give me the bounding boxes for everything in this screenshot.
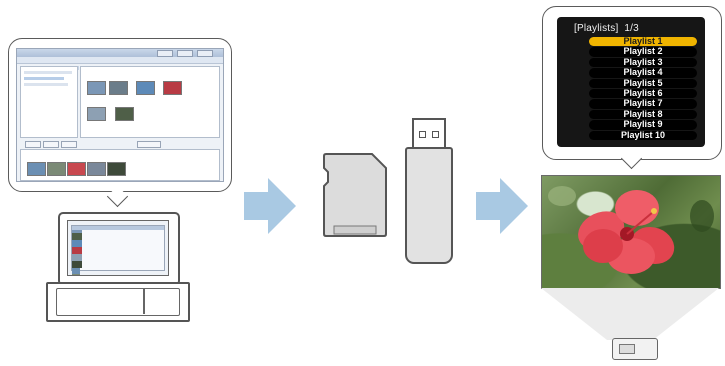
- laptop-touchpad-divider: [143, 288, 145, 314]
- image-thumbnail[interactable]: [109, 81, 128, 95]
- image-thumbnail: [72, 233, 82, 240]
- software-window: [16, 48, 224, 182]
- window-tabs: [17, 57, 223, 70]
- toolbar-button[interactable]: [177, 50, 193, 57]
- image-thumbnail: [72, 268, 80, 274]
- image-thumbnail[interactable]: [163, 81, 182, 95]
- list-row[interactable]: [24, 83, 68, 86]
- hibiscus-photo: [548, 186, 714, 274]
- playlist-item[interactable]: Playlist 7: [589, 98, 697, 109]
- playlist-item[interactable]: Playlist 3: [589, 57, 697, 68]
- playlist-item[interactable]: Playlist 10: [589, 130, 697, 140]
- projector-beam: [541, 288, 719, 340]
- playlist-item[interactable]: Playlist 6: [589, 88, 697, 99]
- laptop-screen: [67, 220, 169, 276]
- image-thumbnail[interactable]: [107, 162, 126, 176]
- usb-contact: [419, 131, 426, 138]
- image-thumbnail[interactable]: [27, 162, 46, 176]
- list-row[interactable]: [24, 77, 64, 80]
- image-browser-pane: [80, 66, 220, 138]
- image-thumbnail[interactable]: [67, 162, 86, 176]
- window-button[interactable]: [61, 141, 77, 148]
- toolbar-button[interactable]: [157, 50, 173, 57]
- image-thumbnail: [72, 261, 82, 268]
- playlist-list-pane: [20, 66, 78, 138]
- image-thumbnail[interactable]: [47, 162, 66, 176]
- software-speech-bubble: [8, 38, 232, 192]
- laptop-screen-window: [71, 225, 165, 275]
- right-arrow-icon: [476, 178, 528, 234]
- playlist-strip: [20, 149, 220, 181]
- projector-icon: [612, 338, 658, 360]
- playlist-item[interactable]: Playlist 2: [589, 46, 697, 57]
- mini-titlebar: [72, 226, 164, 230]
- projector-lens: [619, 344, 635, 354]
- image-thumbnail[interactable]: [87, 81, 106, 95]
- toolbar-button[interactable]: [197, 50, 213, 57]
- window-button[interactable]: [137, 141, 161, 148]
- window-titlebar: [17, 49, 223, 57]
- projection-screen: [541, 175, 721, 289]
- playlist-menu-header: [Playlists] 1/3: [574, 23, 639, 34]
- usb-drive-plug: [412, 118, 446, 150]
- laptop-keyboard: [56, 288, 180, 316]
- playlist-item[interactable]: Playlist 8: [589, 109, 697, 120]
- playlist-item[interactable]: Playlist 1: [589, 36, 697, 47]
- right-arrow-icon: [244, 178, 296, 234]
- image-thumbnail[interactable]: [87, 162, 106, 176]
- window-button[interactable]: [43, 141, 59, 148]
- image-thumbnail: [72, 254, 82, 261]
- window-button[interactable]: [25, 141, 41, 148]
- image-thumbnail: [72, 240, 82, 247]
- playlist-item[interactable]: Playlist 9: [589, 119, 697, 130]
- image-thumbnail: [72, 247, 82, 254]
- image-thumbnail: [72, 274, 80, 275]
- sd-card-icon: [323, 153, 387, 237]
- image-thumbnail[interactable]: [136, 81, 155, 95]
- playlist-item[interactable]: Playlist 4: [589, 67, 697, 78]
- usb-drive-icon: [405, 147, 453, 264]
- image-thumbnail[interactable]: [115, 107, 134, 121]
- list-row[interactable]: [24, 71, 72, 74]
- usb-contact: [432, 131, 439, 138]
- image-thumbnail[interactable]: [87, 107, 106, 121]
- playlist-item[interactable]: Playlist 5: [589, 78, 697, 88]
